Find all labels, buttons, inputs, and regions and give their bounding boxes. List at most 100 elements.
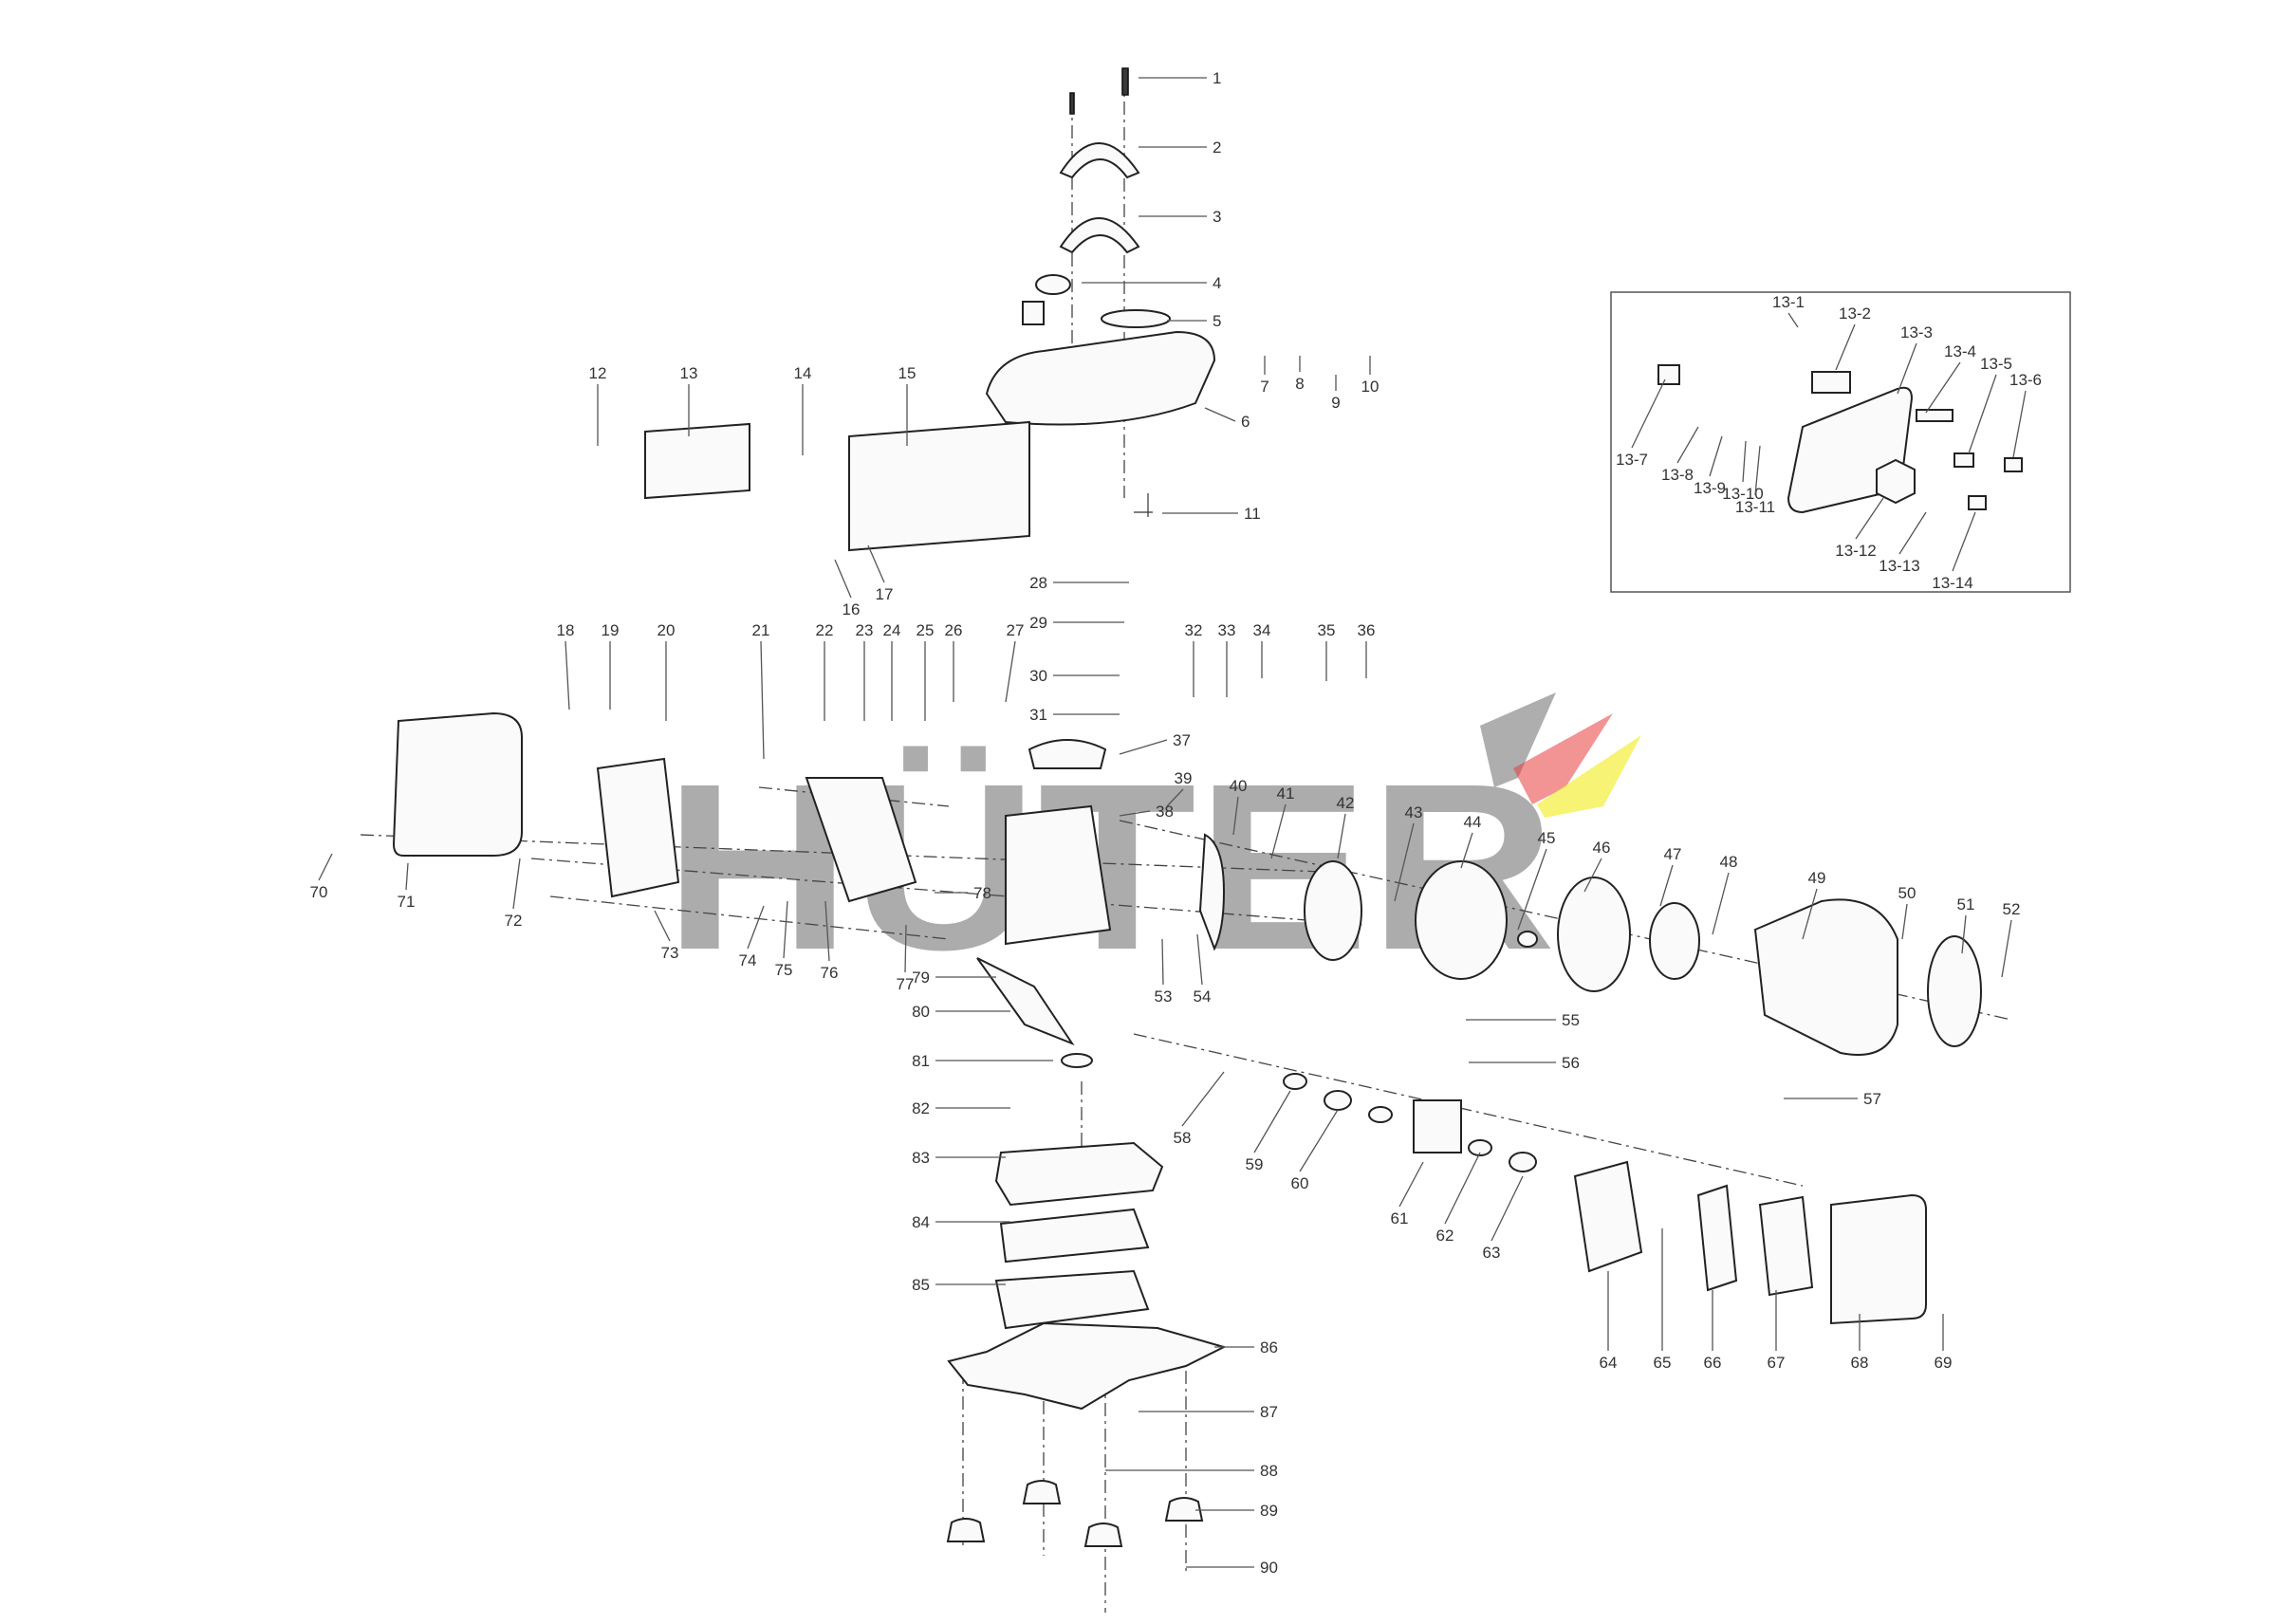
callout-53: 53 [1155, 938, 1173, 1006]
inset-callout-number: 13-7 [1616, 451, 1648, 469]
callout-81: 81 [912, 1052, 1053, 1070]
engine-assembly [392, 711, 1982, 1056]
callout-number: 11 [1244, 505, 1261, 523]
callout-number: 47 [1664, 845, 1682, 863]
callout-leader-line [1398, 1161, 1424, 1208]
inset-callout-number: 13-14 [1932, 574, 1972, 592]
callout-number: 40 [1230, 777, 1248, 795]
callout-leader-line [1394, 822, 1415, 902]
callout-number: 86 [1260, 1338, 1278, 1356]
callout-leader-line [1802, 888, 1818, 940]
callout-number: 48 [1720, 853, 1738, 871]
callout-number: 7 [1260, 378, 1268, 396]
inset-callout-leader-line [1925, 361, 1961, 414]
callout-leader-line [747, 905, 765, 950]
inset-callout-leader-line [1787, 312, 1799, 328]
callout-48: 48 [1712, 853, 1738, 935]
callout-63: 63 [1483, 1175, 1524, 1262]
callout-54: 54 [1194, 933, 1211, 1006]
inset-callout-leader-line [1709, 435, 1723, 477]
callout-number: 80 [912, 1003, 930, 1021]
callout-number: 60 [1291, 1174, 1309, 1192]
callout-leader-line [1166, 788, 1184, 807]
callout-leader-line [867, 544, 885, 583]
callout-62: 62 [1436, 1152, 1481, 1245]
inset-callout-13-8: 13-8 [1661, 426, 1699, 484]
callout-86: 86 [1214, 1338, 1278, 1356]
callout-leader-line [1196, 933, 1203, 986]
callout-number: 56 [1562, 1054, 1580, 1072]
callout-36: 36 [1358, 621, 1375, 678]
inset-callout-13-11: 13-11 [1735, 445, 1775, 516]
inset-callout-leader-line [1968, 374, 1997, 454]
inset-callout-13-7: 13-7 [1616, 378, 1666, 469]
callout-leader-line [904, 924, 907, 973]
watermark-swoosh-yellow [1537, 735, 1641, 818]
inset-callout-leader-line [1952, 511, 1976, 572]
callout-number: 87 [1260, 1403, 1278, 1421]
callout-number: 85 [912, 1276, 930, 1294]
callout-83: 83 [912, 1149, 1006, 1167]
inset-callout-13-3: 13-3 [1897, 323, 1933, 395]
callout-number: 27 [1007, 621, 1025, 639]
callout-number: 70 [310, 883, 328, 901]
callout-82: 82 [912, 1099, 1010, 1117]
callout-27: 27 [1005, 621, 1025, 703]
callout-number: 52 [2003, 900, 2021, 918]
callout-leader-line [1005, 640, 1016, 703]
callout-leader-line [1337, 813, 1346, 859]
callout-number: 13 [680, 364, 698, 382]
callout-70: 70 [310, 853, 333, 901]
callout-38: 38 [1119, 803, 1174, 821]
callout-number: 30 [1029, 667, 1047, 685]
callout-32: 32 [1185, 621, 1202, 697]
callout-number: 53 [1155, 987, 1173, 1006]
callout-number: 8 [1295, 375, 1304, 393]
callout-6: 6 [1204, 407, 1250, 431]
inset-panel [1610, 291, 2071, 593]
callout-18: 18 [557, 621, 574, 710]
callout-1: 1 [1139, 69, 1221, 87]
callout-16: 16 [834, 559, 860, 618]
fuel-tank-assembly [644, 67, 1216, 552]
callout-31: 31 [1029, 706, 1120, 724]
callout-number: 3 [1213, 208, 1221, 226]
inset-callout-number: 13-8 [1661, 466, 1694, 484]
callout-number: 24 [883, 621, 901, 639]
carburetor-airfilter-assembly [1283, 1073, 1927, 1325]
callout-28: 28 [1029, 574, 1129, 592]
callout-leader-line [512, 858, 521, 910]
callout-78: 78 [935, 884, 991, 902]
inset-callout-13-10: 13-10 [1722, 440, 1764, 503]
callout-number: 65 [1654, 1354, 1672, 1372]
callout-59: 59 [1246, 1090, 1291, 1173]
callout-13: 13 [680, 364, 698, 436]
callout-69: 69 [1935, 1314, 1952, 1372]
callout-number: 84 [912, 1213, 930, 1231]
callout-90: 90 [1186, 1559, 1278, 1577]
callout-number: 1 [1213, 69, 1221, 87]
callout-leader-line [565, 640, 570, 710]
inset-callout-13-13: 13-13 [1879, 511, 1927, 575]
callout-17: 17 [867, 544, 893, 603]
callout-45: 45 [1517, 829, 1555, 931]
callout-41: 41 [1270, 784, 1295, 859]
callout-number: 19 [602, 621, 620, 639]
callout-30: 30 [1029, 667, 1120, 685]
callout-7: 7 [1260, 356, 1269, 396]
callout-42: 42 [1337, 794, 1354, 859]
callout-number: 41 [1277, 784, 1295, 803]
callout-leader-line [1901, 903, 1908, 940]
inset-callout-13-14: 13-14 [1932, 511, 1976, 592]
callout-leader-line [1659, 864, 1674, 907]
callout-number: 57 [1863, 1090, 1881, 1108]
callout-number: 81 [912, 1052, 930, 1070]
callout-77: 77 [897, 924, 914, 993]
callout-87: 87 [1139, 1403, 1278, 1421]
callout-55: 55 [1466, 1011, 1580, 1029]
callout-number: 26 [945, 621, 963, 639]
inset-callout-number: 13-10 [1722, 485, 1763, 503]
inset-callout-number: 13-1 [1772, 293, 1805, 311]
inset-callout-number: 13-6 [2009, 371, 2042, 389]
callout-19: 19 [602, 621, 620, 710]
